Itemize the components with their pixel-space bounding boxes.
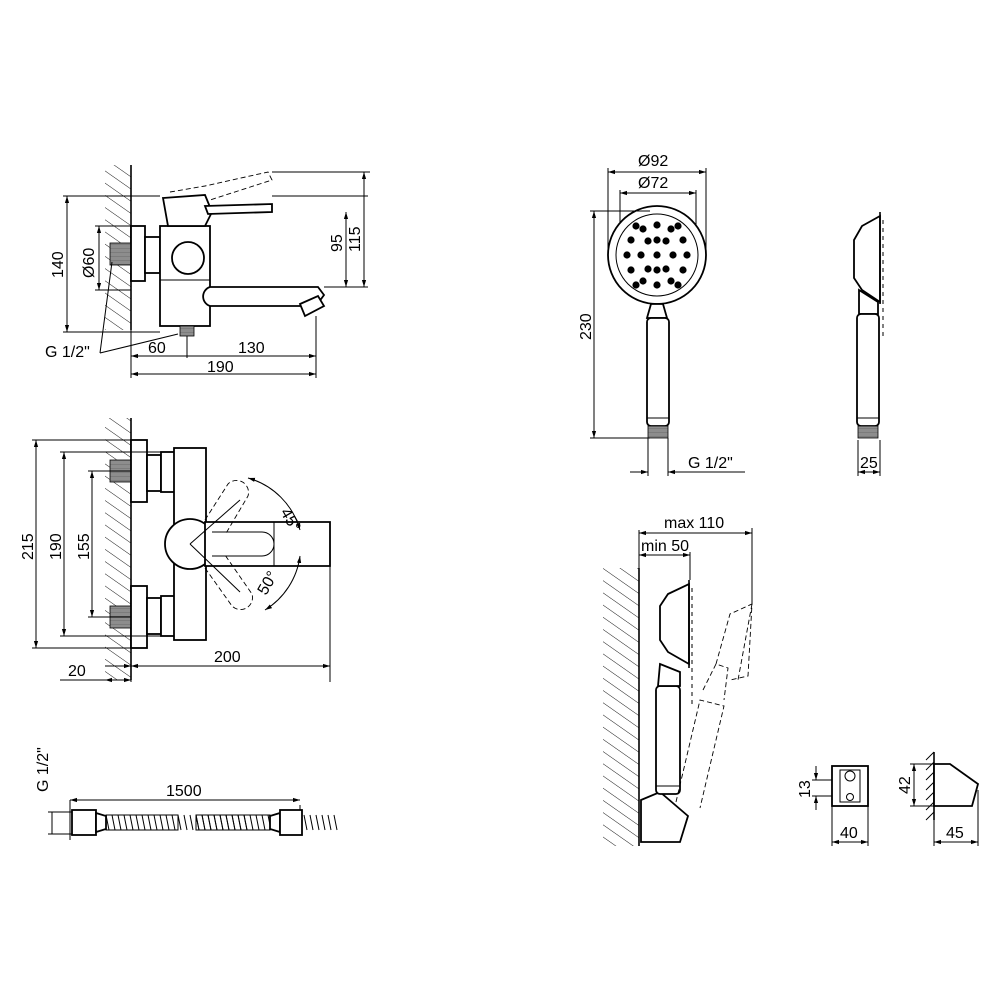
head-230-label: 230 [578, 313, 595, 340]
hose-nut-right [279, 809, 303, 836]
handle-lever [204, 521, 331, 567]
hand-shower-front: Ø92 Ø72 230 G 1/2" [578, 153, 745, 476]
side-thread-label: G 1/2" [45, 344, 90, 361]
lever [203, 203, 273, 215]
mixer-body [159, 225, 211, 327]
lever-base [161, 194, 213, 227]
bracket-42-label: 42 [897, 776, 914, 794]
shower-hose: G 1/2" 1500 [35, 747, 338, 840]
shower-handle [646, 317, 670, 427]
front-view: 215 190 155 45° 50° 20 200 [20, 418, 331, 683]
front-215-label: 215 [20, 533, 37, 560]
side-115-label: 115 [347, 226, 364, 252]
bracket-side-body [933, 763, 980, 807]
shower-head-inner [615, 213, 699, 297]
front-190-label: 190 [48, 533, 65, 560]
shower-head-side [853, 214, 881, 304]
handle-in-holder [655, 685, 681, 795]
lever-rotated-50 [204, 554, 253, 610]
side-60-label: 60 [148, 340, 166, 357]
bracket-45-label: 45 [946, 825, 964, 842]
holder-bracket [640, 790, 690, 843]
front-155-label: 155 [76, 533, 93, 560]
shower-tilted [675, 603, 753, 809]
hose-nut-left [71, 809, 97, 836]
head-side-25-label: 25 [860, 455, 878, 472]
escutcheon-bottom [130, 585, 148, 649]
side-d60-label: Ø60 [81, 248, 98, 278]
head-thread-label: G 1/2" [688, 455, 733, 472]
aerator [298, 294, 326, 318]
wall-hatch-front [105, 418, 131, 680]
side-130-label: 130 [238, 340, 265, 357]
holder-assembly: max 110 min 50 [603, 515, 753, 846]
head-d72-label: Ø72 [638, 175, 668, 192]
hose-thread-label: G 1/2" [35, 747, 52, 792]
side-95-label: 95 [329, 234, 346, 252]
bracket-40-label: 40 [840, 825, 858, 842]
body-round [171, 241, 205, 275]
bracket-front-body [831, 765, 869, 807]
hose-1500-label: 1500 [166, 783, 202, 800]
front-200-label: 200 [214, 649, 241, 666]
hand-shower-side: 25 [853, 212, 884, 476]
side-view: 140 Ø60 95 115 G 1/2" 60 130 190 [45, 165, 370, 378]
bracket-13-label: 13 [797, 780, 814, 798]
inlet-connector [109, 242, 133, 266]
head-in-holder [659, 582, 690, 666]
shower-handle-side [856, 313, 880, 427]
holder-max110-label: max 110 [664, 515, 724, 532]
side-190-label: 190 [207, 359, 234, 376]
side-140-label: 140 [50, 251, 67, 278]
head-d92-label: Ø92 [638, 153, 668, 170]
escutcheon-top [130, 439, 148, 503]
wall-hatch-holder [603, 568, 639, 846]
escutcheon [130, 225, 146, 282]
lever-raised [169, 171, 273, 201]
holder-min50-label: min 50 [641, 538, 689, 555]
front-20-label: 20 [68, 663, 86, 680]
front-50deg-label: 50° [255, 569, 282, 598]
nozzle-holes [623, 221, 691, 289]
bracket-side: 42 45 [897, 751, 980, 846]
bracket-front: 13 40 [797, 765, 869, 846]
nut [144, 236, 161, 274]
